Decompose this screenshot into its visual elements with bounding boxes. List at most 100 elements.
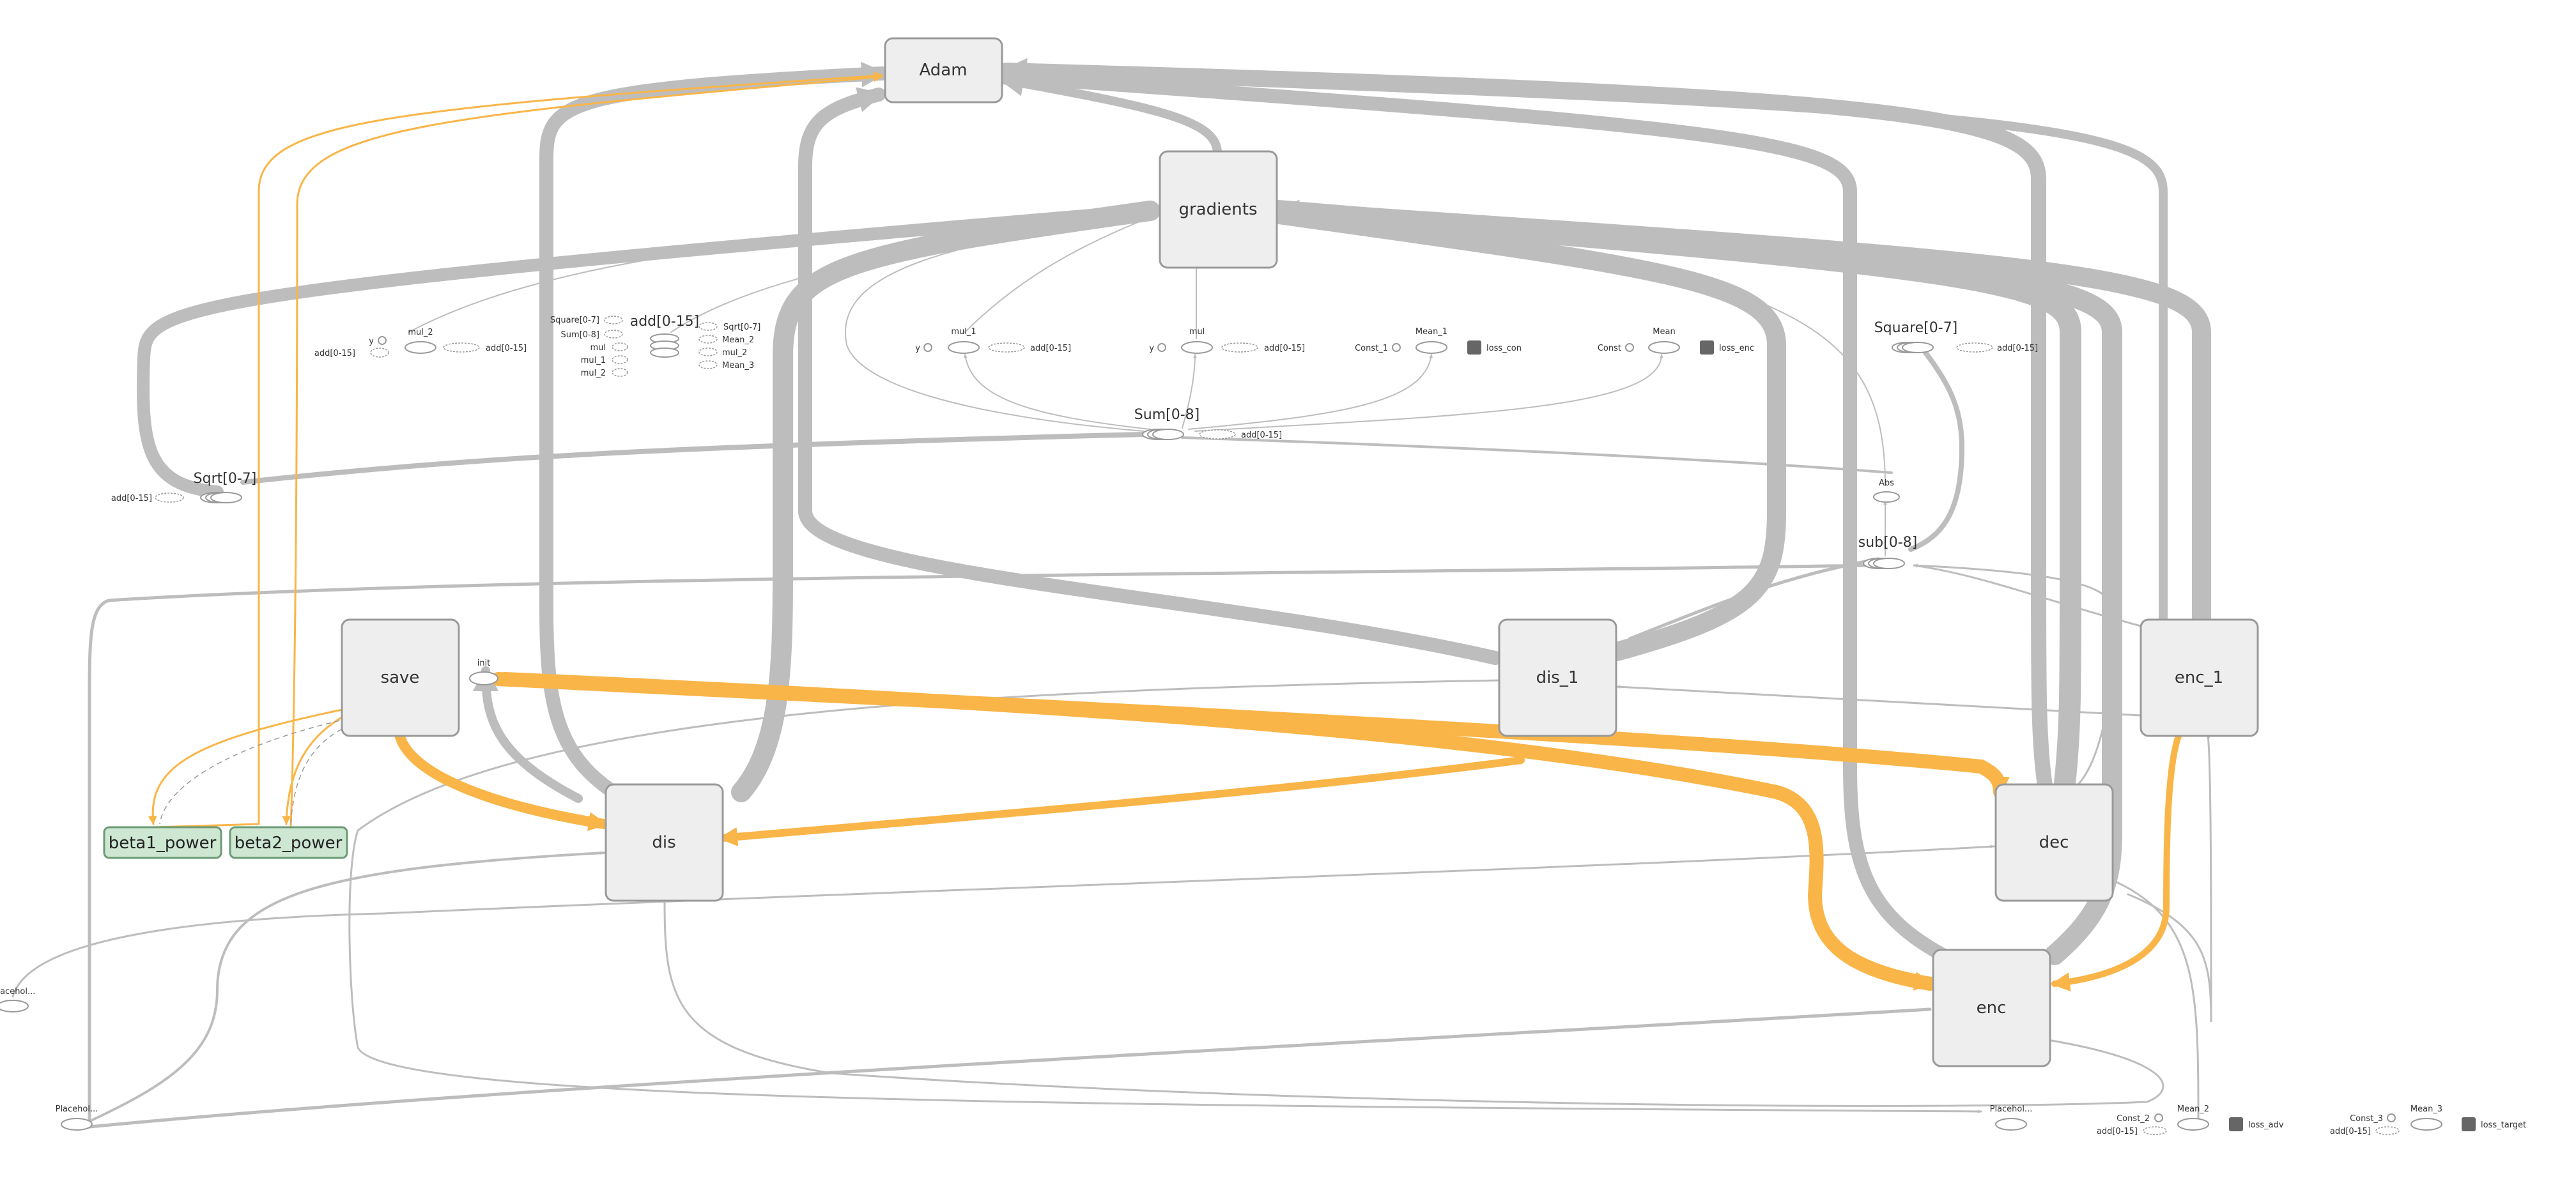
edge-dec-gradients: [1267, 200, 2081, 800]
add-output-mul2: [443, 342, 480, 353]
edge-dis-adam: [539, 61, 889, 799]
beta1-power-label: beta1_power: [109, 834, 217, 853]
sum-in-node: [604, 330, 623, 339]
summary-icon: [1467, 340, 1481, 355]
sqrt-0-7-op[interactable]: Sqrt[0-7] add[0-15]: [111, 471, 256, 503]
placeholder-left-op[interactable]: Placehol...: [0, 987, 35, 1012]
gradients-label: gradients: [1178, 200, 1257, 219]
mean-2-op[interactable]: Mean_2 Const_2 add[0-15] loss_adv: [2097, 1104, 2284, 1136]
edge-abs-gradients: [1277, 217, 1886, 486]
add-label-mul1: add[0-15]: [1030, 344, 1071, 353]
mul1-in-node: [612, 355, 628, 364]
mean-3-label: Mean_3: [2410, 1104, 2442, 1114]
placeholder-left-label: Placehol...: [0, 987, 35, 997]
beta1-power-node[interactable]: beta1_power: [103, 826, 222, 859]
loss-adv-label: loss_adv: [2248, 1120, 2284, 1130]
edges-layer: [12, 57, 2212, 1129]
edge-enc-gradients: [1268, 199, 2122, 965]
edge-placeholder-enc: [81, 1007, 1932, 1129]
add-0-15-op[interactable]: add[0-15] Square[0-7] Sum[0-8] mul mul_1…: [550, 314, 760, 378]
edge-placeholder-dis: [82, 851, 605, 1126]
placeholder-bottom-left-label: Placehol...: [56, 1104, 98, 1114]
mean2-out-node: [698, 335, 718, 344]
edge-sum-mul1: [963, 354, 1151, 430]
placeholder-bottom-right-op[interactable]: Placehol...: [1990, 1104, 2033, 1131]
abs-op[interactable]: Abs: [1873, 478, 1900, 503]
sub-0-8-op[interactable]: sub[0-8]: [1858, 535, 1917, 569]
sub-0-8-label: sub[0-8]: [1858, 535, 1917, 551]
const1-node: [1392, 343, 1401, 352]
ctrl-save-beta2: [290, 721, 359, 825]
placeholder-bottom-left-op[interactable]: Placehol...: [56, 1104, 98, 1131]
mean-op[interactable]: Mean Const loss_enc: [1598, 327, 1754, 355]
sum-0-8-op[interactable]: Sum[0-8] add[0-15]: [1134, 407, 1282, 440]
const-label: Const: [1598, 344, 1621, 353]
add-label-mul2-out: add[0-15]: [486, 344, 527, 353]
dis-1-node[interactable]: dis_1: [1498, 618, 1617, 737]
const3-node: [2387, 1113, 2396, 1122]
ctrl-save-beta1: [159, 718, 349, 825]
add-output-sum: [1199, 429, 1236, 439]
mul-1-op[interactable]: mul_1 y add[0-15]: [915, 327, 1071, 354]
mean-1-op[interactable]: Mean_1 Const_1 loss_con: [1355, 327, 1522, 355]
sum-in-label: Sum[0-8]: [560, 330, 599, 340]
mul-label: mul: [1189, 327, 1205, 337]
edge-dis1-gradients: [1265, 204, 1786, 661]
y-label-mul1: y: [915, 344, 920, 353]
sqrt-0-7-label: Sqrt[0-7]: [194, 471, 257, 487]
loss-target-label: loss_target: [2481, 1120, 2526, 1130]
square-0-7-op[interactable]: Square[0-7] add[0-15]: [1874, 320, 2038, 353]
edge-enc1-dis1: [1616, 685, 2142, 717]
edge-dec-enc1: [2127, 733, 2212, 1023]
edge-enc1-enc: [2051, 731, 2182, 992]
edge-beta1-adam: [152, 71, 883, 829]
summary-icon: [1700, 340, 1714, 355]
beta2-power-node[interactable]: beta2_power: [229, 826, 348, 859]
dis-label: dis: [652, 833, 675, 852]
edge-init-enc: [498, 672, 1937, 991]
edge-gradients-sum: [845, 213, 1151, 432]
y-input-mul2: [378, 336, 387, 345]
square-0-7-label: Square[0-7]: [1874, 320, 1958, 336]
enc-1-node[interactable]: enc_1: [2140, 618, 2259, 737]
adam-node[interactable]: Adam: [884, 37, 1003, 103]
const1-label: Const_1: [1355, 344, 1388, 353]
add-output-mul1: [988, 342, 1025, 353]
add-label-square: add[0-15]: [1997, 344, 2038, 353]
edge-sum-sqrt: [240, 432, 1146, 485]
add-label-sum: add[0-15]: [1241, 431, 1282, 440]
mul2-in-node: [612, 368, 628, 377]
init-label: init: [477, 659, 491, 668]
y-label-mul2: y: [369, 337, 374, 346]
dec-node[interactable]: dec: [1994, 783, 2114, 902]
mul-2-op[interactable]: mul_2 y add[0-15] add[0-15]: [314, 328, 527, 358]
const-node: [1625, 343, 1634, 352]
mean-label: Mean: [1653, 327, 1675, 337]
edge-dec-sub: [1913, 563, 2113, 787]
mul-in-label: mul: [590, 343, 606, 353]
edge-dis1-dis: [348, 679, 1982, 1113]
square-in-node: [604, 316, 623, 325]
enc-node[interactable]: enc: [1932, 949, 2051, 1067]
enc-label: enc: [1977, 998, 2007, 1018]
edge-save-beta2: [282, 708, 359, 825]
dis-node[interactable]: dis: [605, 783, 724, 902]
mul-op[interactable]: mul y add[0-15]: [1149, 327, 1305, 354]
add-input-sqrt: [155, 493, 184, 503]
mean-3-op[interactable]: Mean_3 Const_3 add[0-15] loss_target: [2330, 1104, 2526, 1136]
edge-sqrt-gradients: [137, 204, 1150, 498]
add-label-sqrt: add[0-15]: [111, 494, 152, 503]
adam-label: Adam: [919, 61, 967, 80]
gradients-node[interactable]: gradients: [1159, 150, 1278, 269]
edge-sum-mean: [1194, 354, 1663, 432]
edge-enc1-adam: [1002, 69, 2168, 624]
edge-sum-sub: [1181, 436, 1893, 474]
init-node[interactable]: init: [469, 659, 498, 685]
mul-1-label: mul_1: [951, 327, 976, 337]
mul2-out-label: mul_2: [722, 348, 747, 358]
save-node[interactable]: save: [341, 618, 460, 737]
op-edges-layer: [408, 210, 1887, 556]
edge-enc-adam: [999, 70, 1950, 962]
highlight-edges-layer: [148, 71, 2182, 992]
